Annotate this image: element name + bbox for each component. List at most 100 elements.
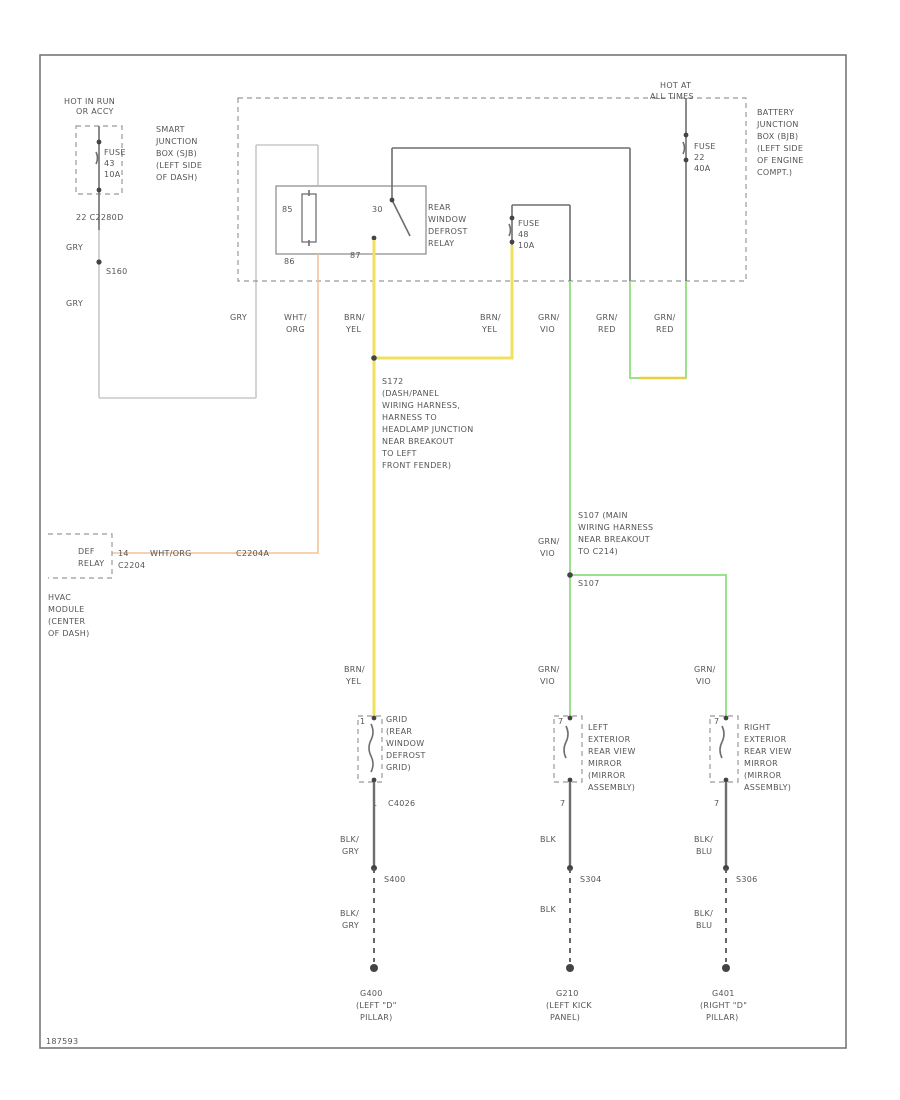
svg-text:7: 7 [558,717,563,726]
svg-text:GRY: GRY [342,921,359,930]
wire-grn-vio-r-a: GRN/ [694,665,716,674]
left-exterior-mirror: LEFT EXTERIOR REAR VIEW MIRROR (MIRROR A… [553,715,635,808]
smart-junction-box: HOT IN RUN OR ACCY FUSE 43 10A SMART JUN… [64,97,202,230]
svg-text:1: 1 [360,717,365,726]
fuse-48-label: FUSE [518,219,540,228]
smart-jb-connector: 22 C2280D [76,213,124,222]
wire-grn-vio-mid-a: GRN/ [538,537,560,546]
ground-circuit-grid: BLK/ GRY S400 BLK/ GRY G400 (LEFT "D" PI… [340,782,406,1022]
relay-pin-87-dot [371,235,377,241]
battery-jb-name-2: JUNCTION [756,120,799,129]
svg-text:RIGHT: RIGHT [744,723,771,732]
wire-grn-vio-mid-b: VIO [540,549,555,558]
svg-text:HARNESS TO: HARNESS TO [382,413,437,422]
fuse-22-rating: 40A [694,164,711,173]
svg-text:BLK/: BLK/ [694,835,713,844]
splice-s160-label: S160 [106,267,128,276]
fuse-22-label: FUSE [694,142,716,151]
right-exterior-mirror: RIGHT EXTERIOR REAR VIEW MIRROR (MIRROR … [709,715,791,808]
wire-grn-red-2b: RED [656,325,674,334]
splice-s107-id: S107 [578,579,600,588]
fuse-22-number: 22 [694,153,705,162]
smart-jb-name-5: OF DASH) [156,173,198,182]
svg-text:G210: G210 [556,989,579,998]
splice-s172-dot [371,355,377,361]
wire-brn-yel-3a: BRN/ [344,665,365,674]
relay-coil-icon [301,193,317,243]
battery-jb-name-5: OF ENGINE [757,156,804,165]
hvac-pin-relay: RELAY [78,559,105,568]
ground-g401-icon [722,964,730,972]
relay-body [275,185,427,255]
svg-text:NEAR BREAKOUT: NEAR BREAKOUT [578,535,650,544]
relay-name-3: DEFROST [428,227,468,236]
svg-text:C4026: C4026 [388,799,415,808]
svg-text:BLK: BLK [540,905,557,914]
fuse-22-bottom-dot [683,157,689,163]
splice-s107-dot [567,572,573,578]
svg-text:PILLAR): PILLAR) [706,1013,739,1022]
diagram-frame [39,54,847,1049]
wire-grn-red-2a: GRN/ [654,313,676,322]
battery-jb-name-6: COMPT.) [757,168,792,177]
svg-text:DEFROST: DEFROST [386,751,426,760]
svg-text:GRY: GRY [342,847,359,856]
fuse-43-number: 43 [104,159,115,168]
svg-text:EXTERIOR: EXTERIOR [744,735,787,744]
svg-text:LEFT: LEFT [588,723,608,732]
smart-jb-hot-line1: HOT IN RUN [64,97,115,106]
wire-gry-top: GRY [230,313,247,322]
hvac-pin-number: 14 [118,549,129,558]
wire-grn-vio-top-b: VIO [540,325,555,334]
left-mirror-heater-icon [563,725,569,759]
wire-brn-yel-2a: BRN/ [480,313,501,322]
hvac-name-3: (CENTER [48,617,85,626]
svg-text:WINDOW: WINDOW [386,739,424,748]
splice-s172-label: S172 (DASH/PANEL WIRING HARNESS, HARNESS… [381,377,473,470]
smart-jb-hot-line2: OR ACCY [76,107,114,116]
svg-text:WIRING HARNESS: WIRING HARNESS [578,523,653,532]
fuse-43-top-dot [96,139,102,145]
relay-name-2: WINDOW [428,215,466,224]
svg-text:(REAR: (REAR [386,727,412,736]
grn-vio-wire-right [570,574,727,718]
svg-text:7: 7 [714,717,719,726]
battery-jb-outline [237,97,747,282]
svg-text:GRID: GRID [386,715,407,724]
battery-jb-hot-1: HOT AT [660,81,691,90]
wire-grn-red-1a: GRN/ [596,313,618,322]
wire-brn-yel-2b: YEL [481,325,498,334]
wire-gry-1: GRY [66,243,83,252]
rear-window-defrost-grid: GRID (REAR WINDOW DEFROST GRID) 1 1 C402… [357,715,426,808]
hvac-connector: C2204 [118,561,145,570]
fuse-43-label: FUSE [104,148,126,157]
svg-text:WIRING HARNESS,: WIRING HARNESS, [382,401,460,410]
fuse-43-bottom-dot [96,187,102,193]
ground-g400-icon [370,964,378,972]
svg-text:MIRROR: MIRROR [588,759,622,768]
svg-text:(MIRROR: (MIRROR [744,771,782,780]
grid-element-icon [368,723,374,773]
svg-text:TO C214): TO C214) [577,547,618,556]
svg-text:EXTERIOR: EXTERIOR [588,735,631,744]
ground-g210-icon [566,964,574,972]
gry-feed-wire: GRY S160 GRY [66,144,319,399]
smart-jb-name-1: SMART [156,125,185,134]
fuse-43-icon [95,151,99,165]
svg-text:BLU: BLU [696,921,712,930]
hvac-wire-label: WHT/ORG [150,549,192,558]
splice-s160-dot [96,259,102,265]
svg-text:(LEFT KICK: (LEFT KICK [546,1001,592,1010]
svg-text:7: 7 [714,799,719,808]
svg-text:FRONT FENDER): FRONT FENDER) [382,461,451,470]
relay-pin-87: 87 [350,251,361,260]
hvac-name-1: HVAC [48,593,71,602]
svg-text:(DASH/PANEL: (DASH/PANEL [382,389,439,398]
svg-text:S172: S172 [382,377,404,386]
relay-name-1: REAR [428,203,451,212]
svg-text:(MIRROR: (MIRROR [588,771,626,780]
svg-text:S400: S400 [384,875,406,884]
svg-text:BLK/: BLK/ [694,909,713,918]
hvac-pin-def: DEF [78,547,95,556]
relay-pin-86: 86 [284,257,295,266]
